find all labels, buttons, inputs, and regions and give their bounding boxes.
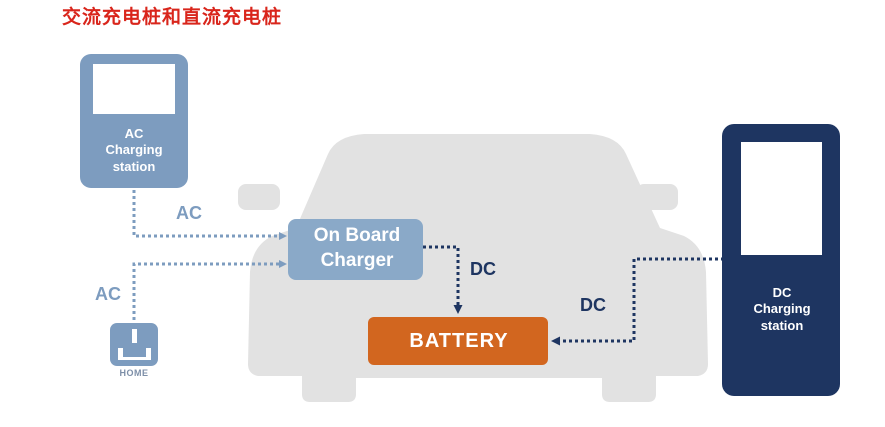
home-socket-icon [110,323,158,366]
ac-station-screen [93,64,175,114]
obc-line1: On Board [313,225,401,246]
dc-station-line3: station [760,317,804,333]
dc-station-line [551,257,724,346]
ac-charging-station [80,54,188,188]
dc-station-screen [741,142,822,255]
ac-station-line3: station [112,158,156,174]
right-mirror [636,184,678,210]
dc-flow-label-station: DC [580,295,606,315]
dc-station-line1: DC [772,285,792,300]
dc-flow-label-obc: DC [470,259,496,279]
home-label: HOME [119,368,149,378]
on-board-charger-label: On Board Charger [292,224,422,273]
ac-station-label: AC Charging station [84,126,184,175]
ac-flow-label-home: AC [95,284,121,304]
dc-charging-station [722,124,840,396]
battery-label: BATTERY [409,330,509,352]
home-ac-line [132,260,287,320]
obc-line2: Charger [320,249,394,271]
ac-station-line1: AC [124,126,144,141]
ac-station-line [132,190,287,240]
dc-station-line2: Charging [753,301,811,317]
ac-flow-label-top: AC [176,203,202,223]
dc-station-label: DC Charging station [726,285,838,334]
car-silhouette [238,134,708,402]
battery-box [368,317,548,365]
left-mirror [238,184,280,210]
page-title: 交流充电桩和直流充电桩 [62,6,283,28]
ac-station-line2: Charging [105,142,163,158]
on-board-charger-box [288,219,423,280]
